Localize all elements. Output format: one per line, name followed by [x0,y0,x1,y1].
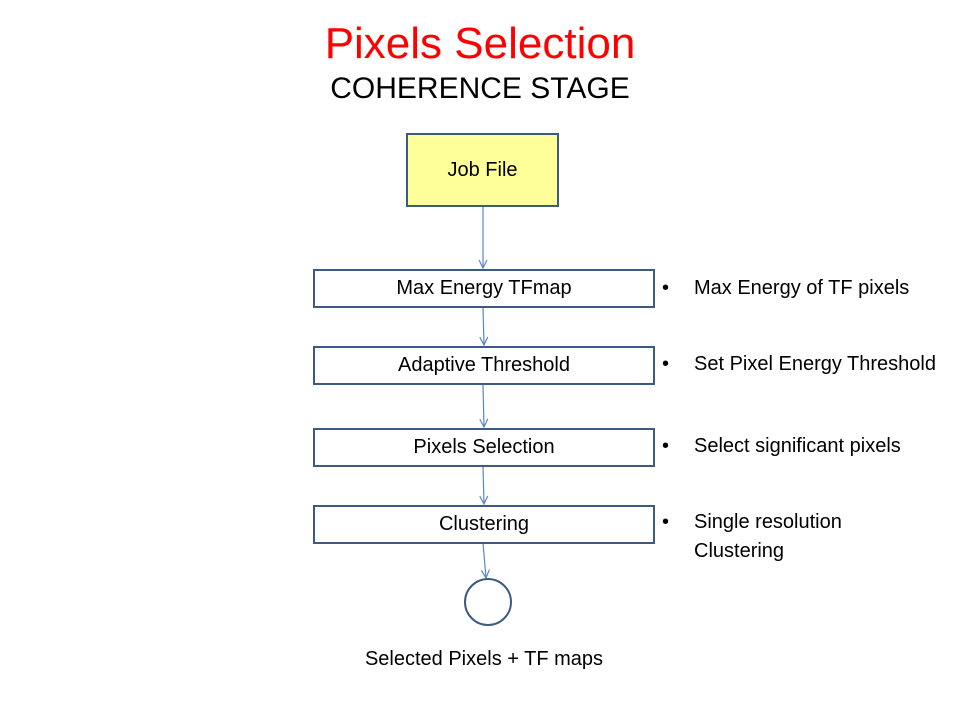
step-label: Pixels Selection [413,436,555,458]
bullet-marker: • [662,435,670,457]
connector-arrow [483,465,484,504]
step-note-text: Max Energy of TF pixels [694,277,910,299]
output-label: Selected Pixels + TF maps [364,648,604,670]
output-terminal-node [464,578,512,626]
step-max-energy-tfmap: Max Energy TFmap [313,269,655,308]
bullet-marker: • [662,511,670,533]
step-label: Max Energy TFmap [396,277,572,299]
step-note-text: Set Pixel Energy Threshold [694,353,936,375]
connector-arrow [483,306,484,345]
step-note-text: Single resolution Clustering [694,511,842,562]
connector-arrow [483,542,486,578]
step-label: Adaptive Threshold [398,354,570,376]
page-title: Pixels Selection [324,19,636,68]
job-file-label: Job File [447,158,518,181]
step-adaptive-threshold: Adaptive Threshold [313,346,655,385]
step-note-text: Select significant pixels [694,435,901,457]
connector-arrow [483,383,484,427]
step-pixels-selection: Pixels Selection [313,428,655,467]
step-clustering: Clustering [313,505,655,544]
page-subtitle: COHERENCE STAGE [330,72,630,105]
step-label: Clustering [438,513,530,535]
bullet-marker: • [662,353,670,375]
job-file-box: Job File [406,133,559,207]
bullet-marker: • [662,277,670,299]
